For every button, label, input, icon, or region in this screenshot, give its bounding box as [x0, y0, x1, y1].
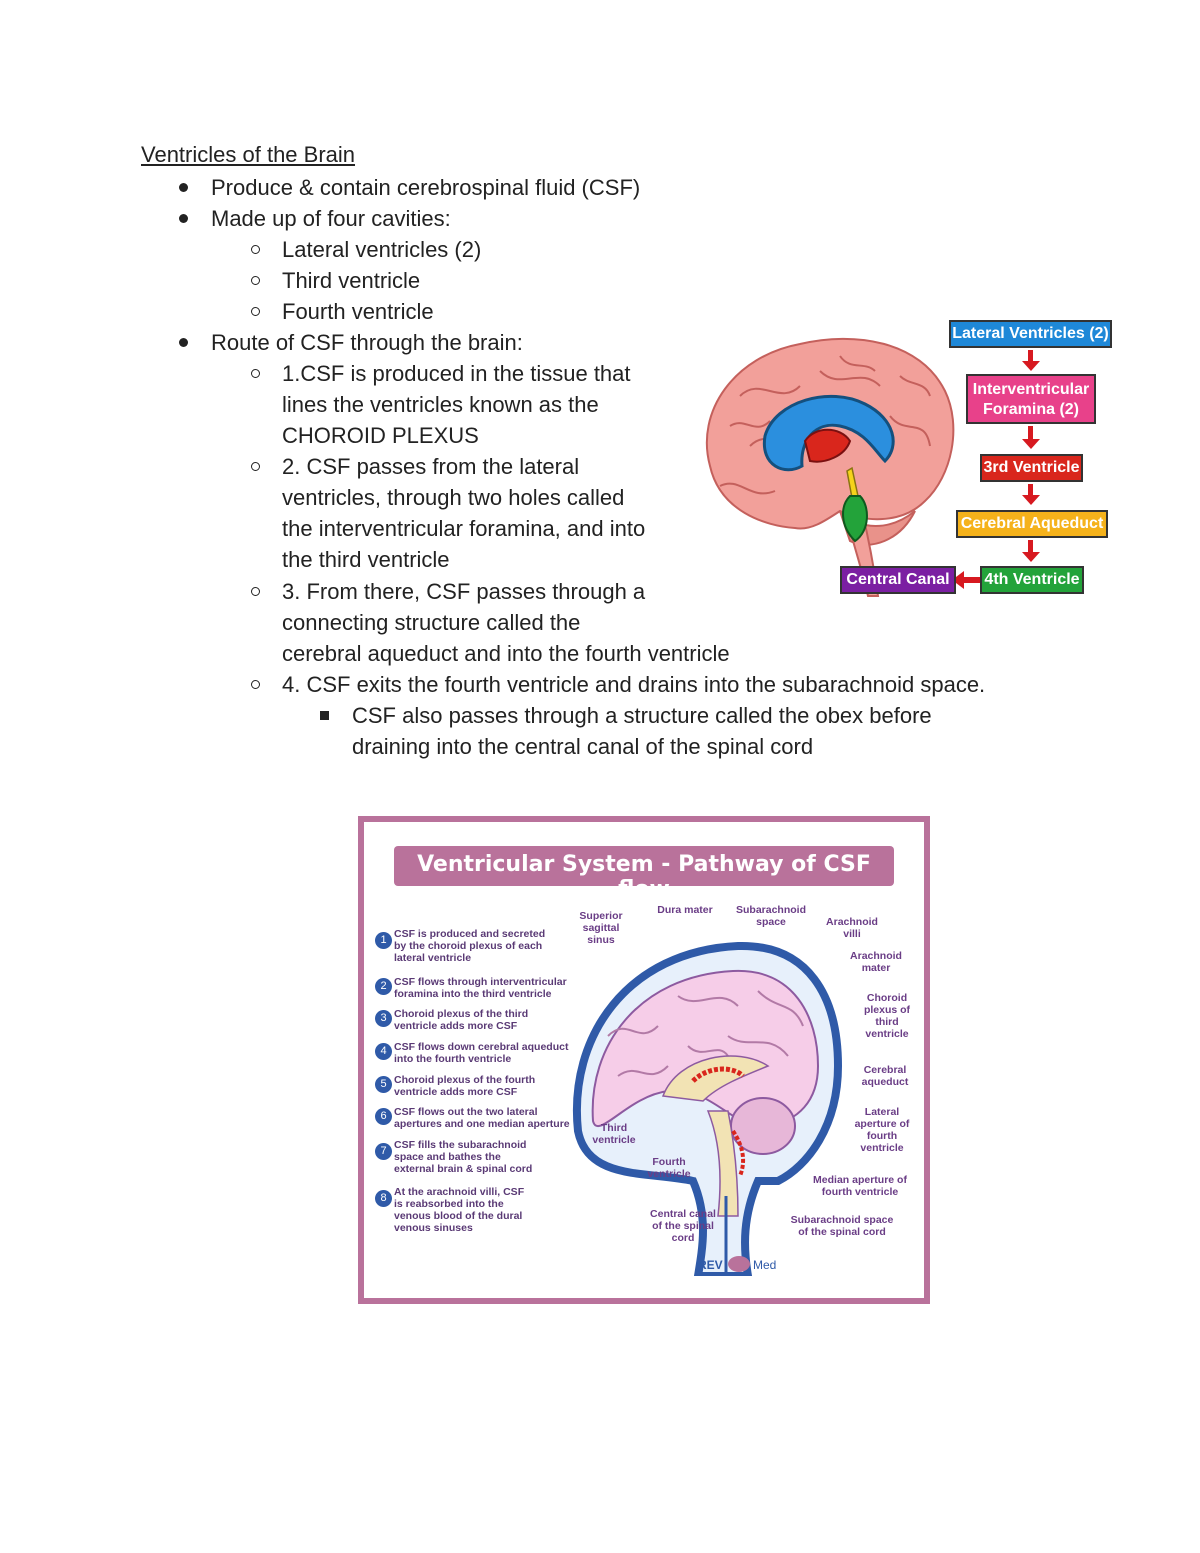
step-text: the third ventricle [282, 547, 450, 572]
sub-bullet-icon [251, 587, 260, 596]
step-text: draining into the central canal of the s… [352, 734, 814, 759]
step-text: 3. From there, CSF passes through a [282, 579, 646, 604]
flow-arrow-icon [1028, 484, 1033, 496]
bullet-icon [179, 338, 188, 347]
label-superior-sagittal-sinus: Superior sagittal sinus [579, 910, 623, 946]
step-text: the interventricular foramina, and into [282, 516, 646, 541]
flow-arrow-icon [1028, 350, 1033, 362]
label-central-canal: Central canal of the spinal cord [650, 1208, 716, 1244]
step-number-badge: 4 [375, 1043, 392, 1060]
page-title: Ventricles of the Brain [141, 142, 356, 167]
flow-arrow-icon [1022, 495, 1040, 505]
flow-arrow-icon [1028, 540, 1033, 553]
label-fourth-ventricle: Fourth ventricle [647, 1156, 691, 1180]
label-dura-mater: Dura mater [657, 904, 713, 916]
label-subarachnoid-space: Subarachnoid space [735, 904, 806, 928]
poster-title: Ventricular System - Pathway of CSF flow [417, 852, 871, 902]
step-number-badge: 8 [375, 1190, 392, 1207]
sub-bullet-text: Third ventricle [282, 268, 421, 293]
square-bullet-icon [320, 711, 329, 720]
sub-bullet-icon [251, 680, 260, 689]
label-cerebral-aqueduct: Cerebral aqueduct [861, 1064, 909, 1088]
flow-box-interventricular-foramina: Interventricular Foramina (2) [966, 374, 1096, 424]
step-number-badge: 2 [375, 978, 392, 995]
step-text: connecting structure called the [282, 610, 581, 635]
bullet-icon [179, 183, 188, 192]
flow-box-line: Foramina (2) [982, 401, 1079, 418]
flow-arrow-icon [1028, 426, 1033, 440]
flow-box-fourth-ventricle: 4th Ventricle [980, 566, 1084, 594]
step-text: 2. CSF passes from the lateral [282, 454, 580, 479]
label-subarachnoid-space-cord: Subarachnoid space of the spinal cord [790, 1214, 894, 1238]
bullet-text: Made up of four cavities: [211, 206, 451, 231]
sub-bullet-icon [251, 369, 260, 378]
step-text: CHOROID PLEXUS [282, 423, 479, 448]
step-number-badge: 7 [375, 1143, 392, 1160]
brand-logo-text: REV [698, 1258, 723, 1272]
label-third-ventricle: Third ventricle [592, 1122, 636, 1146]
brain-sagittal-illustration [572, 941, 843, 1276]
flow-arrow-icon [1022, 361, 1040, 371]
flow-arrow-left-icon [952, 571, 980, 589]
step-text: cerebral aqueduct and into the fourth ve… [282, 641, 730, 666]
brain-logo-icon [728, 1256, 750, 1272]
flow-arrow-icon [1022, 552, 1040, 562]
step-text: ventricles, through two holes called [282, 485, 625, 510]
step-number-badge: 3 [375, 1010, 392, 1027]
flow-box-cerebral-aqueduct: Cerebral Aqueduct [956, 510, 1108, 538]
label-choroid-plexus-third: Choroid plexus of third ventricle [863, 992, 911, 1040]
step-text: 4. CSF exits the fourth ventricle and dr… [282, 672, 986, 697]
step-number-badge: 6 [375, 1108, 392, 1125]
sub-bullet-icon [251, 276, 260, 285]
flow-arrow-icon [1022, 439, 1040, 449]
sub-bullet-icon [251, 307, 260, 316]
label-lateral-aperture: Lateral aperture of fourth ventricle [854, 1106, 910, 1154]
flow-box-lateral-ventricles: Lateral Ventricles (2) [949, 320, 1112, 348]
sub-bullet-text: Fourth ventricle [282, 299, 434, 324]
sub-bullet-icon [251, 245, 260, 254]
step-text: 1.CSF is produced in the tissue that [282, 361, 631, 386]
bullet-text: Produce & contain cerebrospinal fluid (C… [211, 175, 641, 200]
csf-flow-figure: Lateral Ventricles (2) Interventricular … [690, 316, 1120, 606]
csf-pathway-poster: Ventricular System - Pathway of CSF flow… [358, 816, 930, 1304]
brain-illustration [705, 337, 955, 597]
bullet-text: Route of CSF through the brain: [211, 330, 523, 355]
step-number-badge: 5 [375, 1076, 392, 1093]
flow-box-third-ventricle: 3rd Ventricle [980, 454, 1083, 482]
bullet-icon [179, 214, 188, 223]
flow-box-central-canal: Central Canal [840, 566, 956, 594]
label-median-aperture: Median aperture of fourth ventricle [813, 1174, 907, 1198]
step-text: CSF also passes through a structure call… [352, 703, 932, 728]
step-text: lines the ventricles known as the [282, 392, 599, 417]
sub-bullet-icon [251, 462, 260, 471]
poster-title-banner [394, 846, 894, 886]
label-arachnoid-villi: Arachnoid villi [826, 916, 878, 940]
flow-box-line: Interventricular [972, 381, 1090, 398]
sub-bullet-text: Lateral ventricles (2) [282, 237, 482, 262]
brand-logo-text: Med [753, 1258, 777, 1272]
label-arachnoid-mater: Arachnoid mater [850, 950, 902, 974]
step-number-badge: 1 [375, 932, 392, 949]
